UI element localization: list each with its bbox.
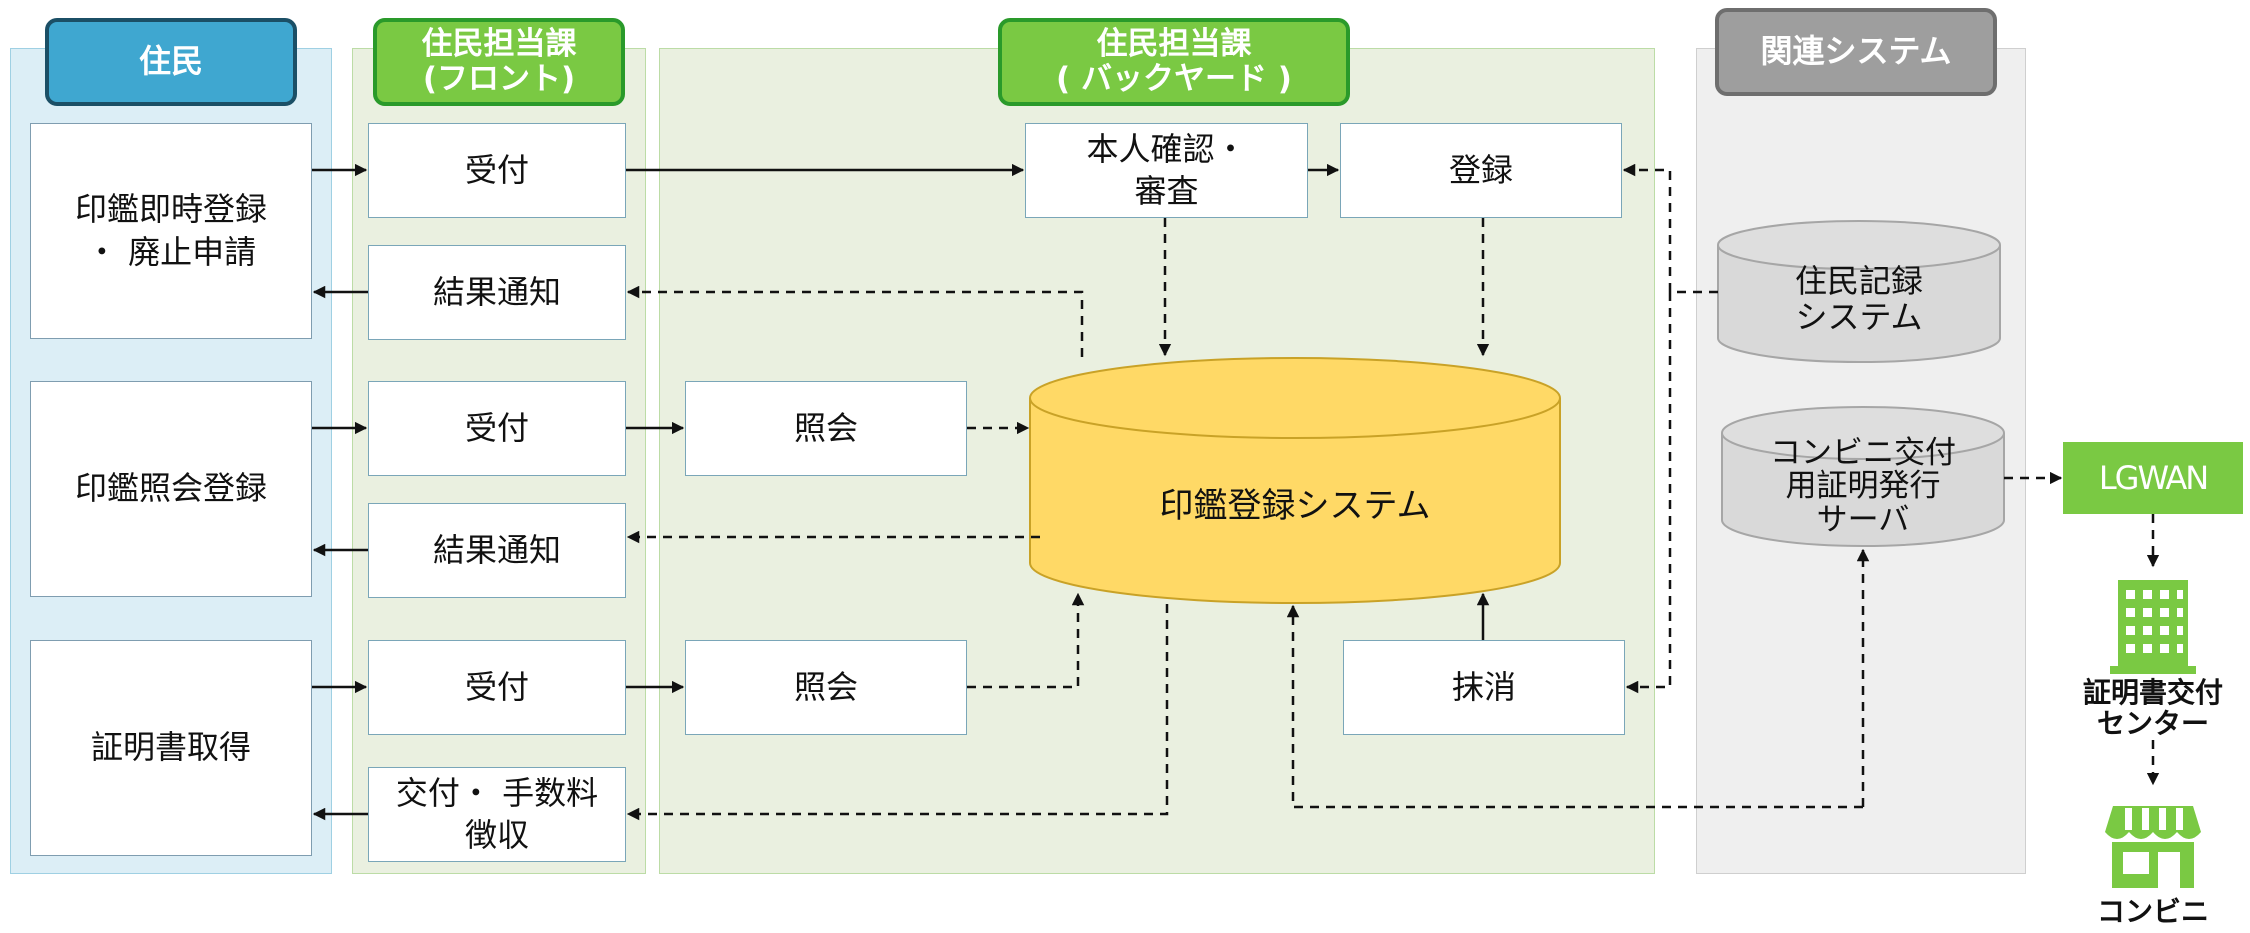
reception-box-3: 受付 (368, 640, 626, 735)
identity-check-box: 本人確認・ 審査 (1025, 123, 1308, 218)
convenience-store-label: コンビニ (2096, 895, 2209, 928)
reception-box-1: 受付 (368, 123, 626, 218)
convenience-issuance-server (1721, 406, 2005, 547)
building-icon (2110, 580, 2196, 674)
backyard-lane-header: 住民担当課 ( バックヤード ) (998, 18, 1350, 106)
lgwan-label: LGWAN (2098, 459, 2209, 497)
seal-inquiry-register-box: 印鑑照会登録 (30, 381, 312, 597)
result-notification-box-2: 結果通知 (368, 503, 626, 598)
convenience-server-label: コンビニ交付 用証明発行 サーバ (1770, 434, 1956, 538)
issue-fee-collection-box: 交付・ 手数料 徴収 (368, 767, 626, 862)
seal-system-label: 印鑑登録システム (1159, 485, 1431, 526)
dashed-arrows (626, 163, 2160, 821)
solid-arrows (312, 163, 1490, 821)
related-systems-lane-header: 関連システム (1715, 8, 1997, 96)
seal-registration-database (1029, 357, 1561, 604)
reception-box-2: 受付 (368, 381, 626, 476)
resident-records-label: 住民記録 システム (1794, 262, 1923, 336)
inquiry-box-1: 照会 (685, 381, 967, 476)
lgwan-box (2063, 442, 2243, 514)
convenience-store-icon (2105, 806, 2201, 888)
cancellation-box: 抹消 (1343, 640, 1625, 735)
result-notification-box-1: 結果通知 (368, 245, 626, 340)
cert-center-label: 証明書交付 センター (2082, 676, 2223, 740)
resident-lane-header: 住民 (45, 18, 297, 106)
inquiry-box-2: 照会 (685, 640, 967, 735)
registration-box: 登録 (1340, 123, 1622, 218)
seal-register-request-box: 印鑑即時登録 ・ 廃止申請 (30, 123, 312, 339)
front-lane-header: 住民担当課 (フロント) (373, 18, 625, 106)
resident-records-database (1717, 220, 2001, 363)
certificate-acquisition-box: 証明書取得 (30, 640, 312, 856)
